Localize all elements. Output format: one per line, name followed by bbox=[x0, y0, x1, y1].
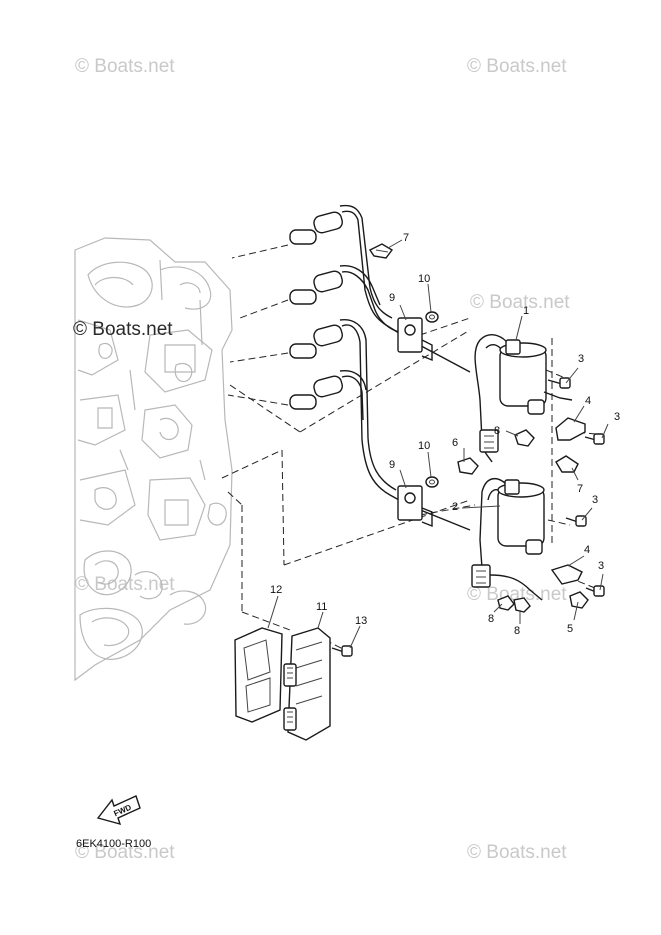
lead-clamp-lower bbox=[397, 485, 433, 528]
engine-block bbox=[74, 237, 233, 682]
callout-7a: 7 bbox=[403, 232, 409, 244]
clip-lower bbox=[555, 455, 579, 473]
gasket bbox=[234, 627, 283, 723]
callout-9a: 9 bbox=[389, 292, 395, 304]
bolt-3 bbox=[565, 515, 587, 527]
spark-plug-cap-4 bbox=[289, 369, 367, 421]
watermark-bottom-left: © Boats.net bbox=[75, 842, 175, 863]
callout-1: 1 bbox=[523, 305, 529, 317]
clip-8-upper bbox=[514, 429, 535, 447]
bolt-1 bbox=[547, 377, 571, 389]
connector-coil-1 bbox=[479, 429, 499, 453]
callout-4a: 4 bbox=[585, 395, 591, 407]
clip-6 bbox=[457, 457, 479, 475]
callout-11: 11 bbox=[316, 601, 327, 613]
spark-plug-cap-3 bbox=[289, 319, 471, 531]
callout-8b: 8 bbox=[488, 613, 494, 625]
watermark-mid-right: © Boats.net bbox=[470, 292, 570, 313]
callout-9b: 9 bbox=[389, 459, 395, 471]
grommet-lower bbox=[425, 476, 439, 488]
watermark-engine: © Boats.net bbox=[73, 319, 173, 340]
bracket-lower bbox=[550, 564, 583, 585]
callout-3d: 3 bbox=[598, 560, 604, 572]
callout-8a: 8 bbox=[494, 425, 500, 437]
bolt-2 bbox=[584, 433, 605, 445]
callout-5: 5 bbox=[567, 623, 573, 635]
callout-10a: 10 bbox=[418, 273, 430, 285]
bolt-4 bbox=[585, 585, 605, 597]
watermark-bottom-right: © Boats.net bbox=[467, 842, 567, 863]
callout-8c: 8 bbox=[514, 625, 520, 637]
callout-12: 12 bbox=[270, 584, 282, 596]
ignition-coil-1 bbox=[474, 334, 573, 463]
ignition-coil-2 bbox=[479, 478, 545, 569]
ecu-module bbox=[283, 627, 331, 741]
dashed-leaders bbox=[221, 244, 597, 651]
grommet-upper bbox=[425, 311, 439, 323]
callout-leaders bbox=[267, 239, 609, 649]
watermark-mid-left: © Boats.net bbox=[75, 574, 175, 595]
callout-3a: 3 bbox=[578, 353, 584, 365]
bolt-13 bbox=[331, 645, 353, 657]
callout-3c: 3 bbox=[592, 494, 598, 506]
lead-clamp-upper bbox=[397, 317, 433, 362]
spark-plug-cap-2 bbox=[289, 265, 401, 333]
clip-upper bbox=[368, 243, 394, 259]
clip-8-lower-right bbox=[513, 597, 531, 613]
callout-3b: 3 bbox=[614, 411, 620, 423]
connector-coil-2 bbox=[471, 564, 543, 601]
callout-10b: 10 bbox=[418, 440, 430, 452]
clamp-5 bbox=[569, 591, 589, 609]
bracket-upper bbox=[555, 417, 586, 441]
fwd-arrow: FWD bbox=[96, 795, 141, 826]
callout-2: 2 bbox=[452, 501, 458, 513]
callout-6: 6 bbox=[452, 437, 458, 449]
callout-4b: 4 bbox=[584, 544, 590, 556]
diagram-code: 6EK4100-R100 bbox=[76, 838, 151, 850]
callout-7b: 7 bbox=[577, 483, 583, 495]
watermark-top-left: © Boats.net bbox=[75, 56, 175, 77]
watermark-top-right: © Boats.net bbox=[467, 56, 567, 77]
callout-13: 13 bbox=[355, 615, 367, 627]
